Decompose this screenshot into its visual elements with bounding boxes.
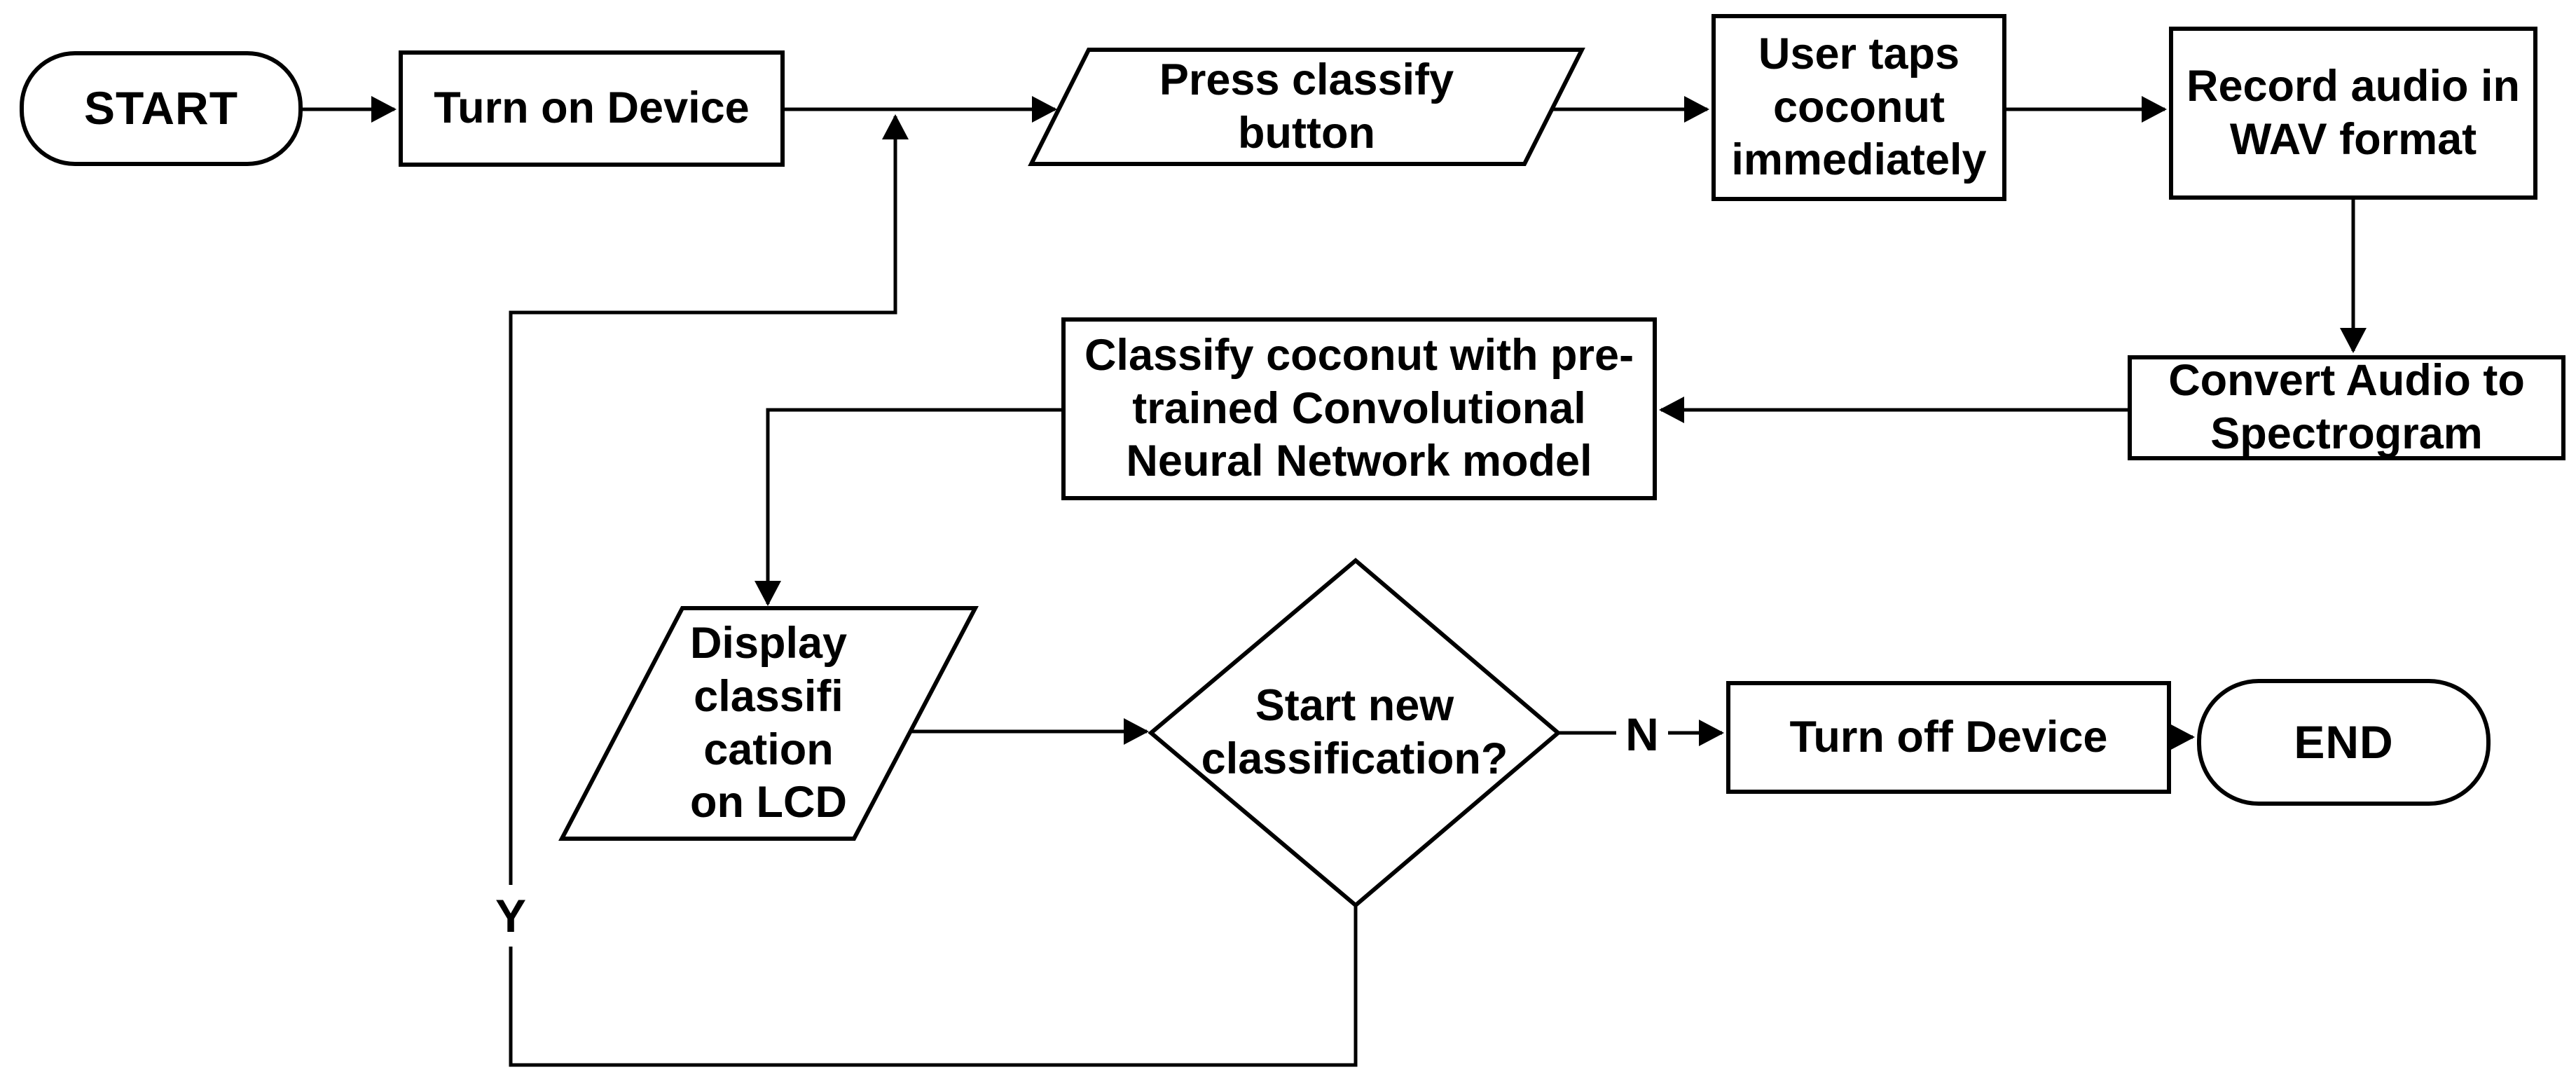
user-taps-process-shape xyxy=(1711,14,2006,201)
edge-label-yes: Y xyxy=(485,885,537,947)
start-terminator-shape xyxy=(20,51,303,166)
classify-cnn-process-shape xyxy=(1061,317,1657,500)
turn-on-device-process-shape xyxy=(399,50,785,167)
press-classify-io-shape xyxy=(1028,48,1585,166)
display-lcd-io-shape xyxy=(558,606,979,841)
end-terminator-shape xyxy=(2197,679,2491,806)
turn-off-device-process-shape xyxy=(1726,681,2171,794)
edge-decision-yes-loop xyxy=(509,114,1358,1067)
shapes xyxy=(20,14,2565,908)
decision-diamond-shape xyxy=(1148,558,1562,908)
edges xyxy=(303,96,2367,1067)
edge-label-no: N xyxy=(1616,703,1668,765)
convert-audio-process-shape xyxy=(2128,355,2565,460)
edge-classify-to-display xyxy=(755,408,1061,606)
record-audio-process-shape xyxy=(2169,27,2537,200)
